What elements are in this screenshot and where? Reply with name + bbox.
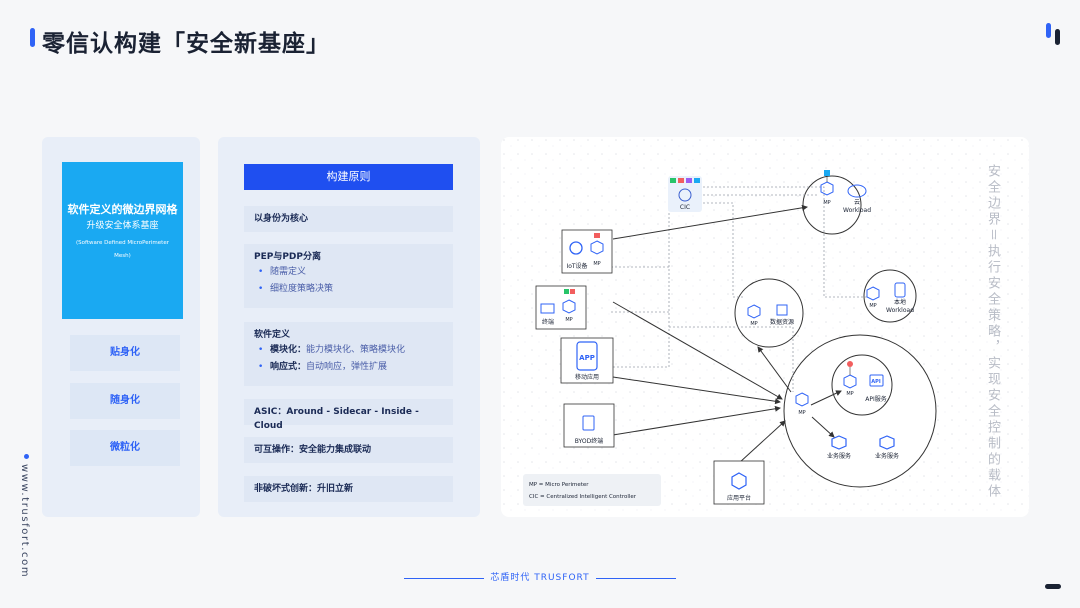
footer-text: 芯盾时代 TRUSFORT (490, 573, 590, 583)
iot-icon (569, 241, 583, 255)
legend-mp: MP = Micro Perimeter (529, 482, 589, 488)
cic-label: CIC (680, 204, 690, 211)
footer-line-left (404, 578, 484, 579)
vertical-slogan: 安全边界＝执行安全策略，实现安全控制的载体 (985, 164, 1000, 500)
byod-node (563, 403, 615, 448)
principle-interop-title: 可互操作：安全能力集成联动 (254, 445, 372, 455)
mp-label: MP (593, 261, 600, 267)
hero-subtitle: 升级安全体系基座 (86, 221, 159, 231)
data-flow-arrows (612, 204, 842, 464)
hero-english: (Software Defined MicroPerimeter Mesh) (76, 240, 169, 259)
mobile-app-label: 移动应用 (575, 373, 599, 381)
principle-pep-title: PEP与PDP分离 (254, 252, 322, 262)
cloud-label: 云 (854, 199, 860, 206)
mp-hex-icon (820, 181, 834, 196)
mp-label: MP (869, 303, 876, 309)
mp-hex-icon (747, 304, 761, 319)
terminal-node (535, 285, 587, 330)
iot-label: IoT设备 (566, 262, 587, 270)
local-perimeter (863, 269, 917, 323)
principle-identity: 以身份为核心 (244, 206, 453, 232)
business-cube-icon (879, 435, 895, 450)
mp-label: MP (823, 200, 830, 206)
api-icon (869, 374, 884, 387)
mp-hex-icon (866, 286, 880, 301)
data-perimeter (734, 278, 804, 348)
principle-interop: 可互操作：安全能力集成联动 (244, 437, 453, 463)
mp-label: MP (846, 391, 853, 397)
phone-icon (576, 341, 598, 371)
local-label: 本地 (894, 298, 906, 306)
hero-card: 软件定义的微边界网格 升级安全体系基座 (Software Defined Mi… (62, 162, 183, 319)
local-workload-label: Workload (886, 307, 914, 314)
cube-icon (731, 472, 747, 490)
principle-nondestructive: 非破坏式创新：升旧立新 (244, 476, 453, 502)
mp-hex-icon (590, 240, 604, 255)
mp-hex-icon (562, 299, 576, 314)
url-dot (24, 454, 29, 459)
monitor-icon (540, 303, 555, 314)
app-platform-label: 应用平台 (727, 494, 751, 502)
data-icon (776, 304, 788, 316)
principle-pep-item: •细粒度策略决策 (258, 284, 334, 294)
principle-identity-title: 以身份为核心 (254, 214, 309, 224)
principle-asic: ASIC：Around - Sidecar - Inside - Cloud (244, 399, 453, 431)
side-url: www.trusfort.com (16, 454, 38, 578)
byod-label: BYOD终端 (575, 437, 603, 445)
server-icon (894, 282, 906, 298)
brain-icon (678, 188, 692, 202)
api-perimeter (831, 354, 893, 416)
principle-pep-pdp: PEP与PDP分离 •随需定义 •细粒度策略决策 (244, 244, 453, 308)
cloud-icon (847, 184, 867, 198)
brand-logo (1045, 22, 1065, 46)
cic-control-lines (559, 186, 869, 392)
page-indicator (1045, 584, 1061, 589)
hero-title: 软件定义的微边界网格 (67, 203, 178, 216)
title-accent-bar (30, 28, 35, 47)
principle-pep-item: •随需定义 (258, 267, 307, 277)
business-service-label: 业务服务 (875, 452, 899, 460)
principle-software-defined: 软件定义 •模块化：能力模块化、策略模块化 •响应式：自动响应，弹性扩展 (244, 322, 453, 386)
diagram-legend: MP = Micro Perimeter CIC = Centralized I… (523, 474, 661, 506)
tag-suishen: 随身化 (70, 383, 180, 419)
principle-sd-item: •模块化：能力模块化、策略模块化 (258, 345, 406, 355)
side-url-text: www.trusfort.com (19, 464, 30, 579)
footer: 芯盾时代 TRUSFORT (400, 572, 680, 584)
principle-asic-title: ASIC：Around - Sidecar - Inside - Cloud (254, 407, 419, 431)
mp-label: MP (750, 321, 757, 327)
mp-label: MP (798, 410, 805, 416)
app-platform-node (713, 460, 765, 505)
diagram-svg: CIC MP IoT设备 终端 MP APP 移动应用 BYOD终端 应用平台 … (501, 137, 1029, 517)
principle-nd-title: 非破坏式创新：升旧立新 (254, 484, 354, 494)
iot-node (561, 229, 613, 274)
principles-header: 构建原则 (244, 164, 453, 190)
device-icon (582, 415, 595, 431)
cloud-workload-label: Workload (843, 207, 871, 214)
business-cube-icon (831, 435, 847, 450)
architecture-diagram: CIC MP IoT设备 终端 MP APP 移动应用 BYOD终端 应用平台 … (501, 137, 1029, 517)
cic-node (668, 176, 702, 212)
business-service-label: 业务服务 (827, 452, 851, 460)
page-title: 零信认构建「安全新基座」 (42, 31, 330, 57)
principle-sd-item: •响应式：自动响应，弹性扩展 (258, 362, 388, 372)
api-service-label: API服务 (865, 395, 887, 403)
app-icon-label: APP (579, 354, 595, 362)
mp-hex-icon (795, 392, 809, 407)
legend-cic: CIC = Centralized Intelligent Controller (529, 494, 637, 500)
mp-hex-icon (843, 374, 857, 389)
principle-sd-title: 软件定义 (254, 330, 291, 340)
data-resource-label: 数据资源 (770, 318, 794, 326)
mobile-app-node (560, 337, 614, 384)
api-icon-label: API (871, 379, 881, 385)
tag-weili: 微粒化 (70, 430, 180, 466)
mp-label: MP (565, 317, 572, 323)
footer-line-right (596, 578, 676, 579)
tag-tieshen: 贴身化 (70, 335, 180, 371)
terminal-label: 终端 (542, 318, 554, 326)
